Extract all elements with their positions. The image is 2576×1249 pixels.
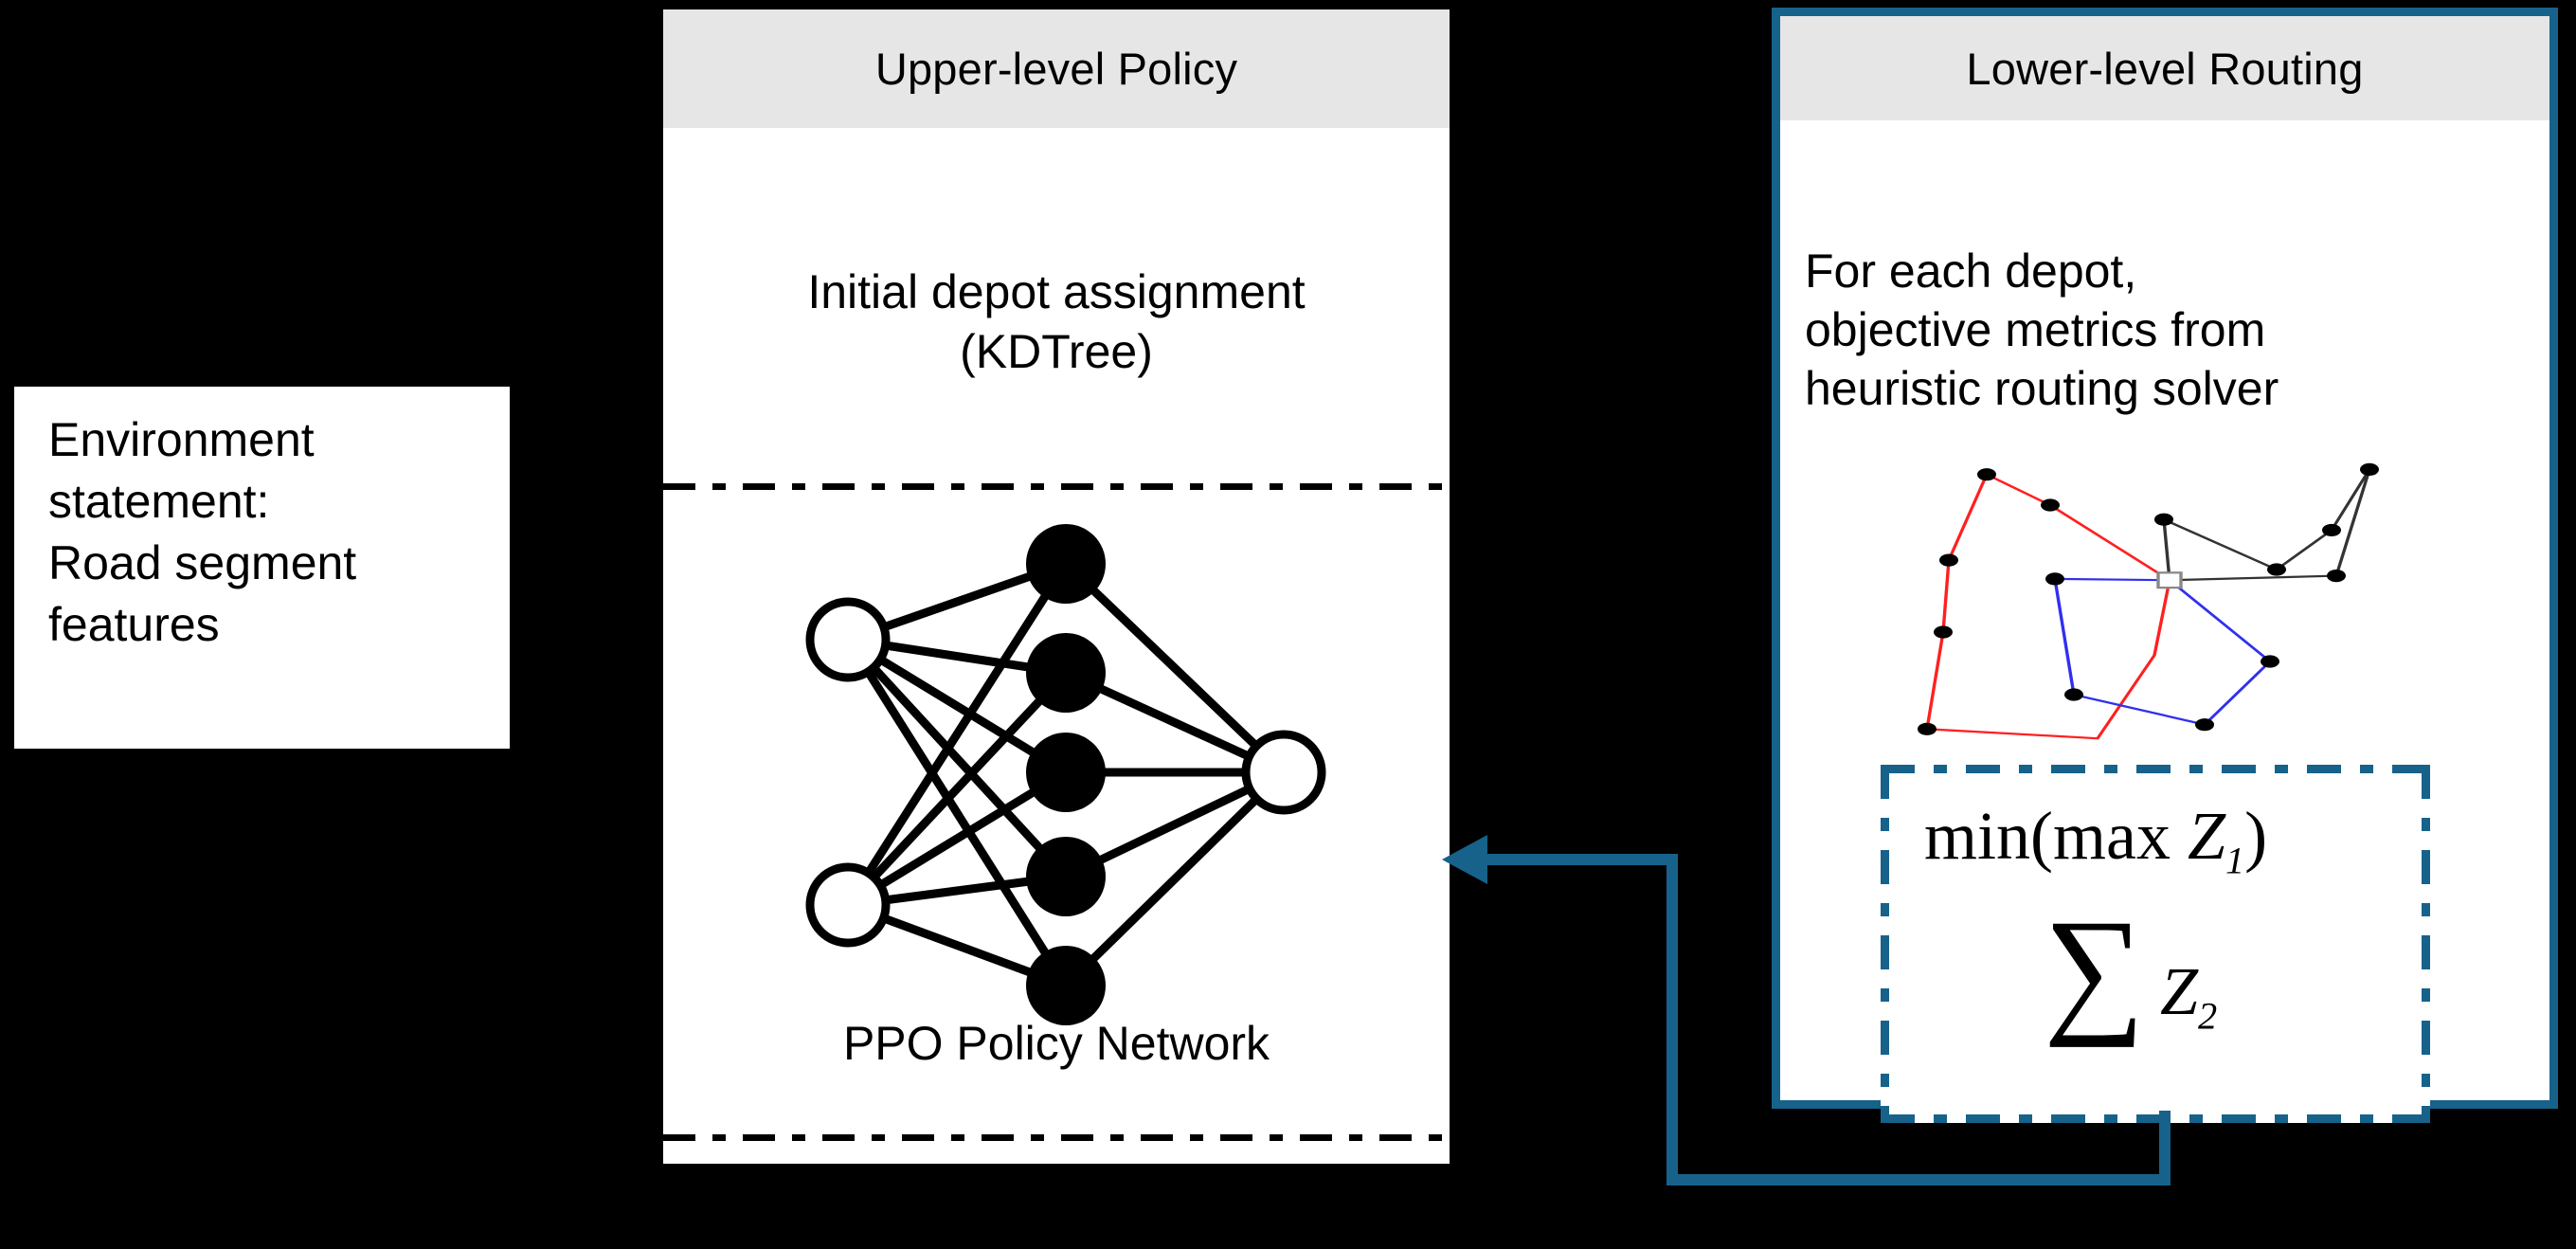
objective-sum-subscript: 2 bbox=[2197, 994, 2218, 1038]
depot-status-label: Depot status bbox=[923, 1159, 1190, 1212]
objective-minmax-prefix: min(max bbox=[1924, 798, 2188, 874]
lower-level-routing-header: Lower-level Routing bbox=[1780, 16, 2549, 120]
environment-statement-text: Environment statement: Road segment feat… bbox=[48, 413, 357, 651]
objective-border-left bbox=[1881, 765, 1889, 1123]
nn-hidden-nodes bbox=[1026, 524, 1106, 1025]
objective-border-top bbox=[1881, 765, 2430, 773]
divider-bottom bbox=[663, 1134, 1450, 1141]
lower-level-routing-title: Lower-level Routing bbox=[1966, 43, 2364, 94]
upper-level-policy-header: Upper-level Policy bbox=[663, 9, 1450, 128]
routing-solution-plot bbox=[1875, 444, 2491, 757]
initial-depot-assignment-text: Initial depot assignment (KDTree) bbox=[807, 265, 1306, 378]
route-depot-node bbox=[2156, 571, 2183, 589]
nn-input-nodes bbox=[805, 597, 891, 948]
objective-minmax-suffix: ) bbox=[2244, 798, 2268, 874]
route-customer-nodes bbox=[1918, 462, 2379, 735]
objective-feedback-arrow bbox=[1421, 824, 2198, 1204]
route-red bbox=[1925, 472, 2171, 740]
nn-output-node bbox=[1241, 730, 1326, 815]
upper-level-policy-box: Upper-level Policy Initial depot assignm… bbox=[663, 9, 1450, 1212]
objective-border-bottom bbox=[1881, 1114, 2430, 1123]
ppo-policy-network-diagram bbox=[663, 507, 1450, 1038]
objective-minmax-formula: min(max Z1) bbox=[1924, 797, 2267, 882]
lower-level-routing-description: For each depot, objective metrics from h… bbox=[1805, 244, 2279, 415]
routing-plot-svg bbox=[1918, 462, 2379, 740]
lower-level-routing-box: Lower-level Routing For each depot, obje… bbox=[1772, 8, 2558, 1123]
objective-sum-variable: Z2 bbox=[2160, 952, 2217, 1038]
neural-network-svg bbox=[805, 524, 1326, 1025]
objective-minmax-subscript: 1 bbox=[2225, 839, 2245, 882]
divider-top bbox=[663, 483, 1450, 490]
objective-minmax-variable: Z bbox=[2187, 798, 2225, 874]
ppo-policy-network-label: PPO Policy Network bbox=[842, 1017, 1270, 1070]
feedback-arrow-svg bbox=[1442, 835, 2171, 1186]
objective-border-right bbox=[2422, 765, 2430, 1123]
objective-sum-variable-letter: Z bbox=[2159, 953, 2198, 1029]
objective-formula-box: min(max Z1) ∑ Z2 bbox=[1881, 765, 2430, 1123]
environment-statement-box: Environment statement: Road segment feat… bbox=[14, 387, 510, 749]
route-blue bbox=[2053, 577, 2273, 727]
route-black bbox=[2162, 468, 2371, 582]
sigma-icon: ∑ bbox=[2044, 891, 2145, 1048]
upper-level-policy-title: Upper-level Policy bbox=[874, 44, 1238, 94]
arrowhead-icon bbox=[1442, 835, 1487, 884]
objective-sum-formula: ∑ Z2 bbox=[2044, 891, 2217, 1048]
